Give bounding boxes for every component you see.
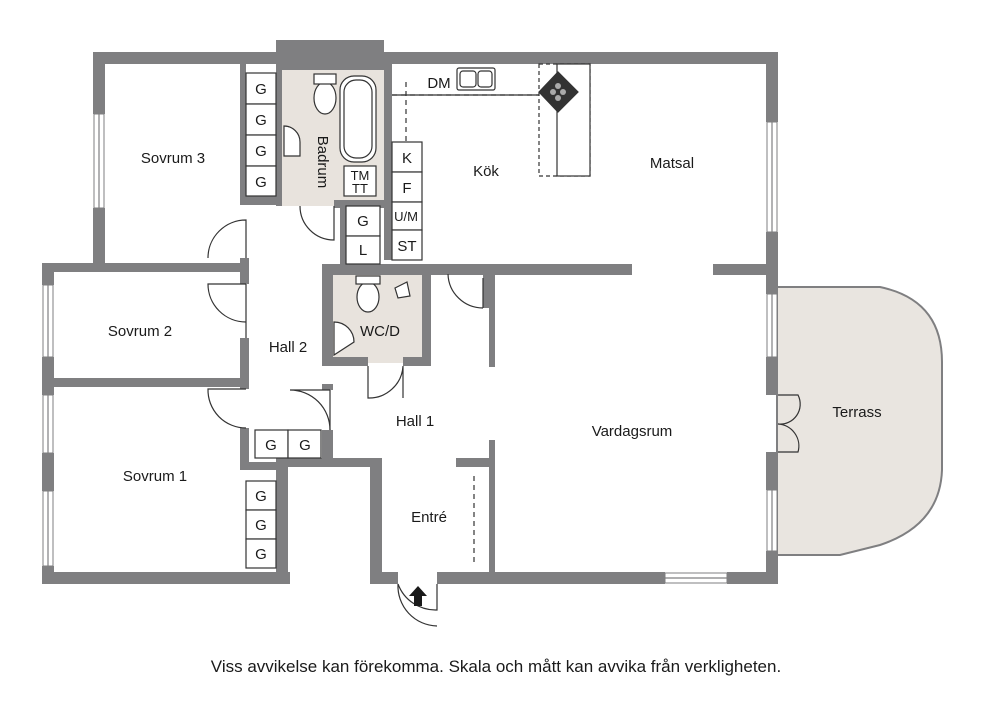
closet-label: G [357, 213, 369, 230]
entrance-arrow-icon [409, 586, 427, 606]
room-label-kok: Kök [473, 163, 499, 180]
closet-sovrum1 [245, 480, 277, 569]
kitchen-counter [392, 82, 540, 142]
closet-label: G [299, 437, 311, 454]
closet-label: G [265, 437, 277, 454]
walls [42, 40, 778, 584]
room-label-vardagsrum: Vardagsrum [592, 423, 673, 440]
oven-microwave-label: U/M [394, 209, 418, 224]
freezer-label: F [402, 180, 411, 197]
fridge-label: K [402, 150, 412, 167]
room-label-sovrum3: Sovrum 3 [141, 150, 205, 167]
room-label-hall2: Hall 2 [269, 339, 307, 356]
disclaimer-text: Viss avvikelse kan förekomma. Skala och … [210, 657, 782, 676]
room-label-sovrum1: Sovrum 1 [123, 468, 187, 485]
closet-label: G [255, 488, 267, 505]
cleaning-closet-label: ST [397, 238, 416, 255]
kitchen-sink [456, 67, 496, 91]
room-label-sovrum2: Sovrum 2 [108, 323, 172, 340]
room-label-badrum: Badrum [314, 136, 331, 189]
closet-label: G [255, 112, 267, 129]
closet-label: G [255, 174, 267, 191]
closet-hall [254, 429, 322, 459]
closet-hall2 [345, 205, 381, 265]
closet-sovrum3 [245, 72, 277, 197]
bathroom-fixtures [283, 73, 377, 197]
floor-plan: Sovrum 3 Sovrum 2 Sovrum 1 Badrum Kök Ma… [42, 40, 943, 627]
closet-label: G [255, 143, 267, 160]
kitchen-cabinets [391, 141, 423, 261]
washer-label: TM [351, 168, 370, 183]
room-label-wcd: WC/D [360, 323, 400, 340]
room-label-terrass: Terrass [832, 404, 881, 421]
kitchen-island [538, 63, 591, 177]
room-label-matsal: Matsal [650, 155, 694, 172]
wc-fixtures [333, 275, 411, 357]
dishwasher-label: DM [427, 75, 450, 92]
closet-label: G [255, 81, 267, 98]
linen-closet-label: L [359, 242, 367, 259]
terrace-area [776, 286, 943, 556]
room-label-entre: Entré [411, 509, 447, 526]
room-label-hall1: Hall 1 [396, 413, 434, 430]
closet-label: G [255, 517, 267, 534]
windows [42, 113, 778, 584]
closet-label: G [255, 546, 267, 563]
doors [207, 205, 801, 627]
dryer-label: TT [352, 181, 368, 196]
